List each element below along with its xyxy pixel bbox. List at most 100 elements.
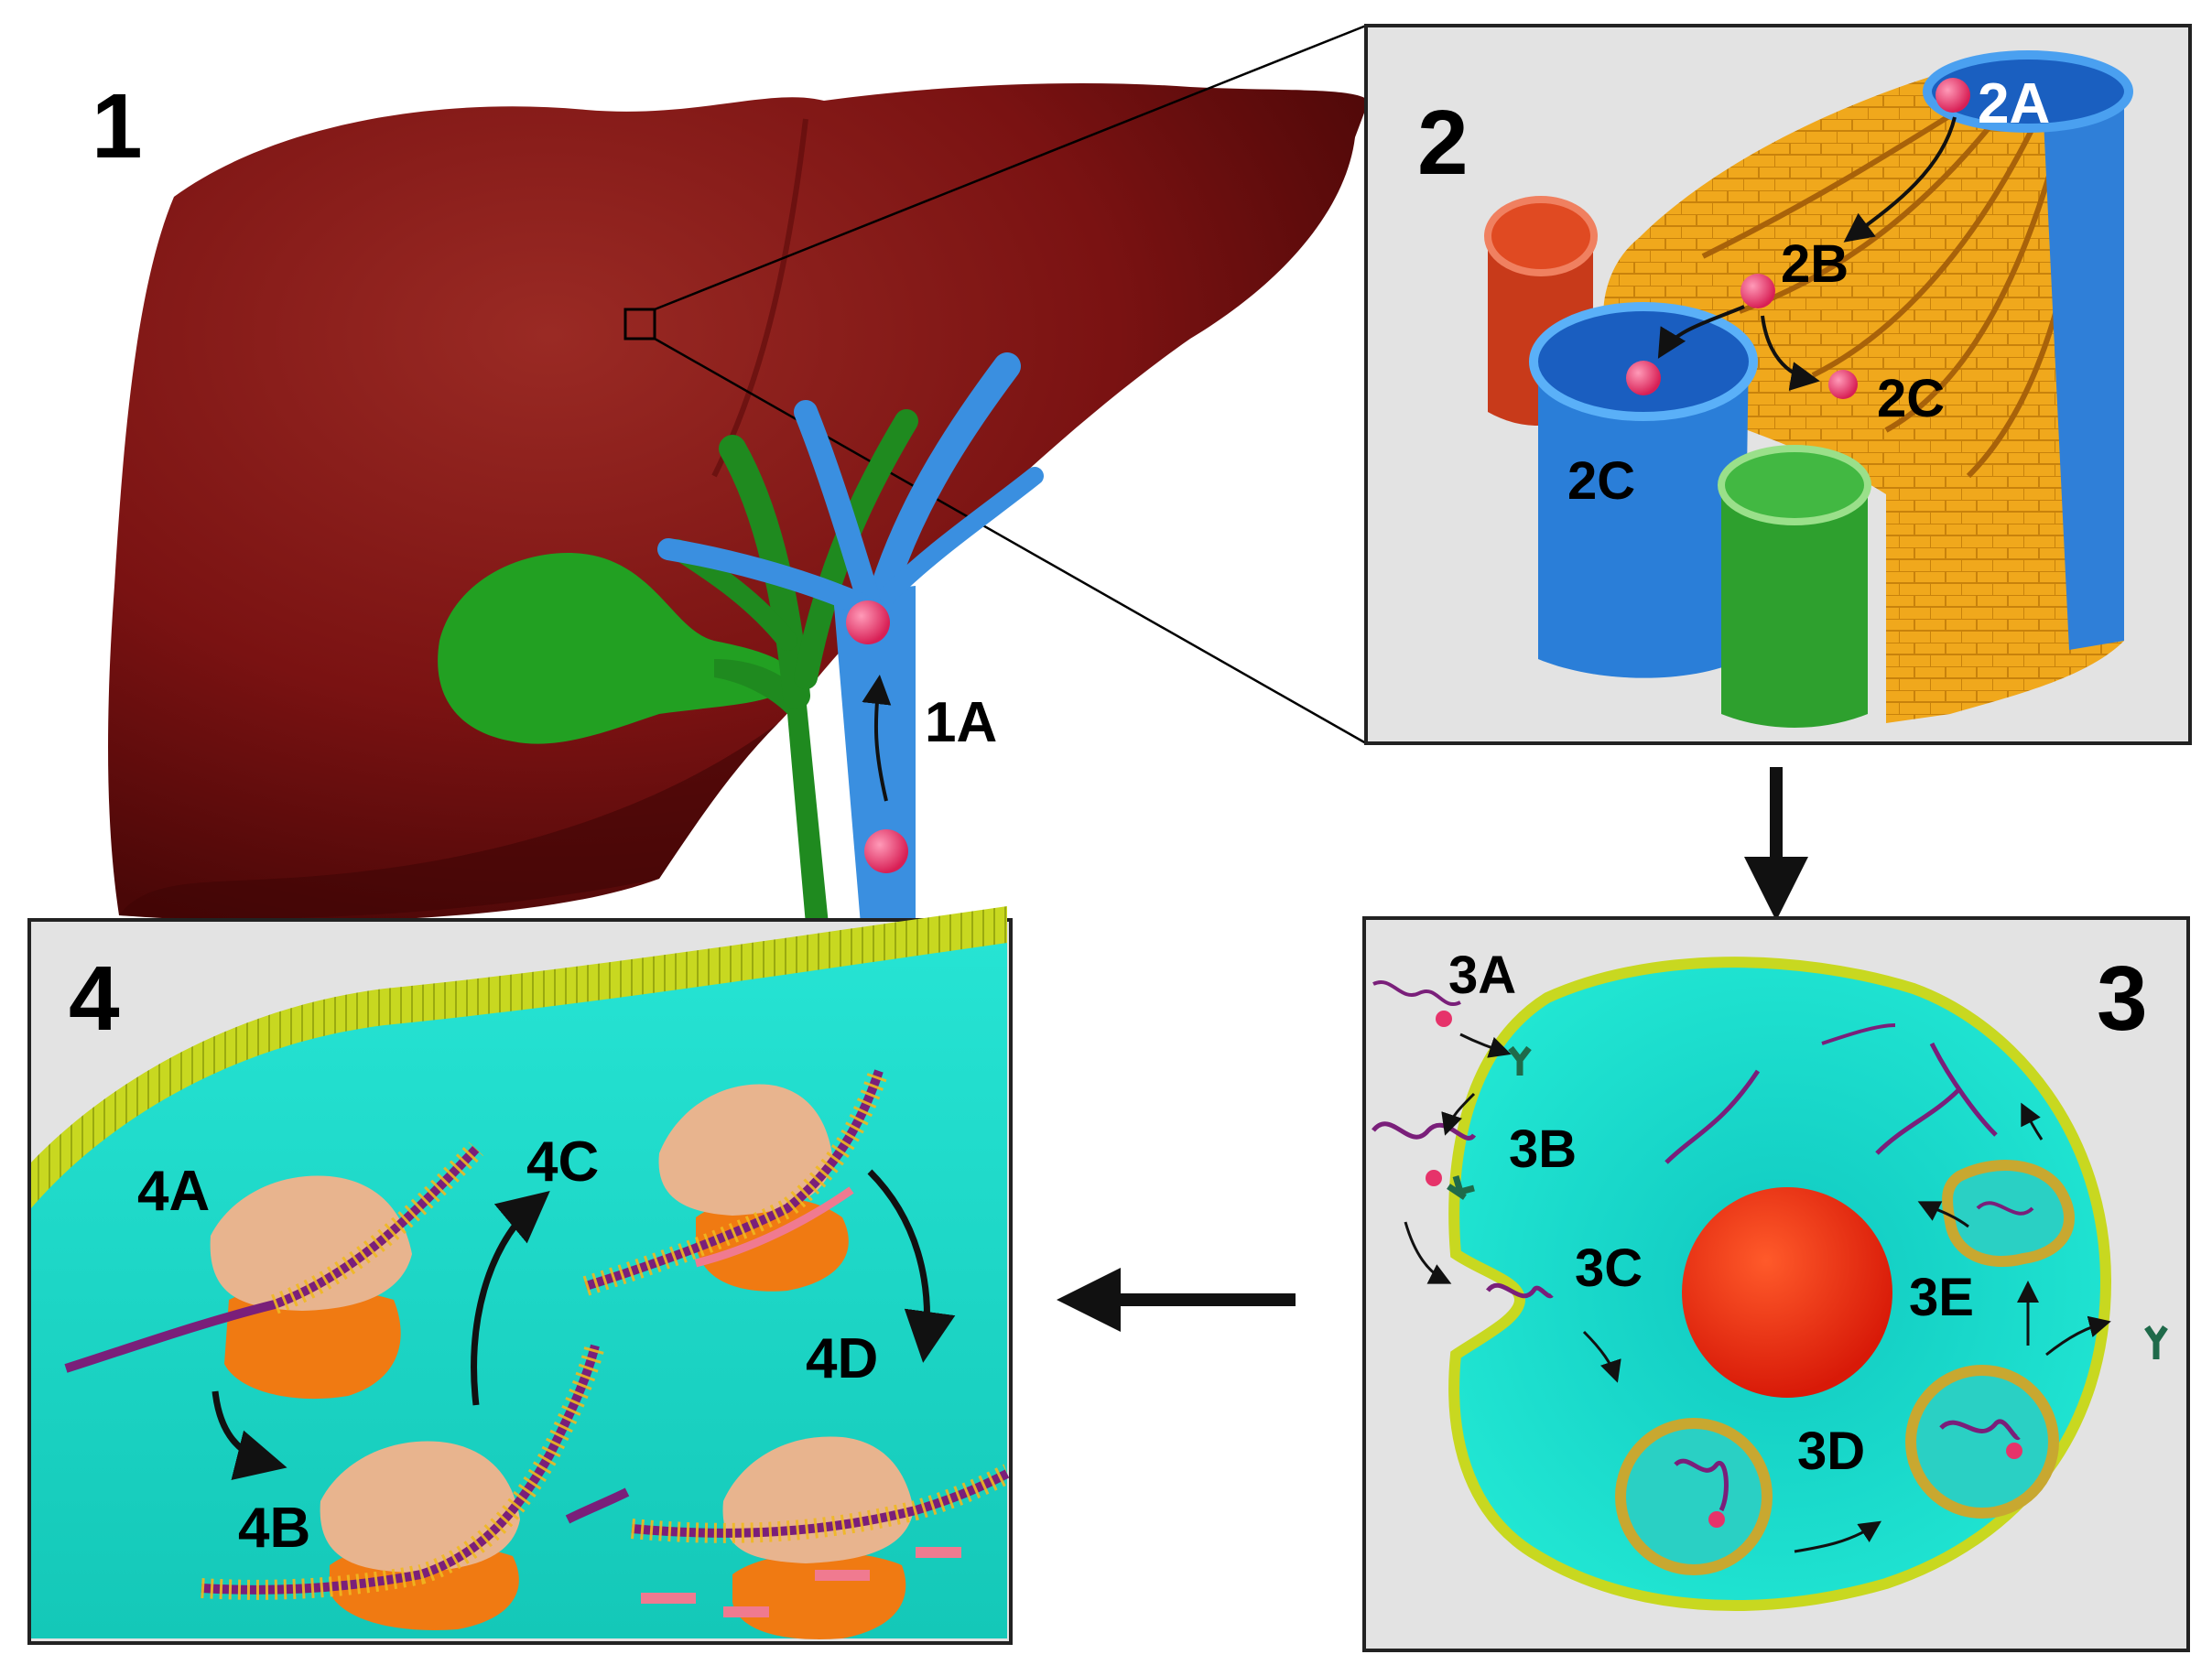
- arrow-2b-2c: [1761, 315, 1820, 391]
- arrow-3e-out: [2045, 1315, 2111, 1357]
- ribosome-large-subunit: [320, 1441, 520, 1573]
- label-2c-left: 2C: [1567, 451, 1635, 511]
- particle-3d: [1708, 1511, 1725, 1528]
- arrow-3d: [1582, 1330, 1621, 1383]
- arrow-3b: [1441, 1092, 1476, 1136]
- label-2b: 2B: [1781, 234, 1849, 294]
- sirna-4c: [694, 1186, 854, 1268]
- ribosome-small-subunit: [224, 1287, 401, 1400]
- receptor-1: [1508, 1045, 1532, 1076]
- arrow-3c: [1404, 1221, 1452, 1284]
- arrow-release: [1917, 1201, 1969, 1228]
- membrane-4: [31, 906, 1007, 1208]
- zoom-line-bottom: [654, 337, 1367, 745]
- mrna-4a-bases: [271, 1141, 484, 1314]
- gallbladder: [438, 553, 797, 744]
- ribosome-4d: [631, 1436, 1012, 1639]
- particle-3a: [1436, 1011, 1452, 1027]
- portal-vein-2: [1538, 348, 1749, 678]
- endosome-release: [1942, 1160, 2075, 1268]
- panel-2-lobule: 2 2A 2B 2C 2C: [1364, 24, 2192, 745]
- mrna-4d-bases: [631, 1465, 1012, 1543]
- panel-2-number: 2: [1417, 92, 1469, 194]
- bile-duct-2: [1721, 485, 1868, 728]
- label-3a: 3A: [1448, 946, 1516, 1005]
- arrow-2a-2b: [1843, 116, 1957, 243]
- label-3d: 3D: [1797, 1422, 1865, 1481]
- arrow-4c-4d: [867, 1169, 956, 1363]
- mrna-fragment-2: [723, 1606, 769, 1617]
- ribosome-4a: [64, 1141, 484, 1400]
- ribosome-large-subunit: [210, 1175, 412, 1311]
- rna-released-2: [1821, 1023, 1896, 1045]
- arrow-release-up: [2021, 1102, 2044, 1141]
- panel-3-number: 3: [2097, 947, 2148, 1050]
- bile-duct-opening: [1718, 445, 1871, 525]
- rna-3d: [1674, 1458, 1729, 1512]
- label-3e: 3E: [1909, 1268, 1974, 1327]
- arrow-4a-4b: [211, 1390, 287, 1480]
- particle-lower: [864, 829, 908, 873]
- particle-2c-right: [1828, 370, 1858, 399]
- particle-2b: [1740, 274, 1775, 308]
- mrna-fragment-4: [916, 1547, 961, 1558]
- portal-vein-branch-1: [865, 352, 1021, 618]
- receptor-2: [1447, 1175, 1475, 1200]
- label-3b: 3B: [1509, 1119, 1577, 1179]
- nucleus: [1682, 1187, 1892, 1398]
- rna-3c: [1486, 1282, 1554, 1299]
- central-vein-opening: [1923, 50, 2133, 133]
- mrna-4b-bases: [201, 1343, 605, 1600]
- particle-2c-portal: [1626, 361, 1661, 395]
- label-3c: 3C: [1575, 1238, 1643, 1298]
- label-2a: 2A: [1978, 72, 2050, 135]
- rna-3b: [1372, 1121, 1477, 1141]
- liver-lower-shadow: [119, 723, 778, 919]
- mrna-fragment-1: [641, 1593, 696, 1604]
- central-vein: [2042, 82, 2124, 650]
- particle-3b: [1426, 1170, 1442, 1186]
- portal-vein-branch-4: [879, 467, 1044, 604]
- bile-duct-branch-1: [719, 435, 810, 709]
- label-4a: 4A: [137, 1160, 210, 1223]
- rna-released-1: [1664, 1069, 1761, 1164]
- rna-release-inner: [1976, 1201, 2034, 1216]
- label-2c-right: 2C: [1877, 369, 1945, 428]
- zoom-line-top: [654, 24, 1367, 311]
- panel-3-cell: 3 3A 3B 3C 3D 3E: [1362, 916, 2190, 1652]
- receptor-3: [2144, 1325, 2168, 1359]
- mrna-4c: [584, 1069, 884, 1291]
- panel-1-liver: 1 1A: [92, 24, 1369, 925]
- hepatocyte-plates: [1603, 64, 2124, 723]
- portal-vein-branch-2: [794, 400, 882, 616]
- rna-3a: [1372, 980, 1461, 1006]
- hepatic-artery-opening: [1484, 196, 1598, 276]
- label-4b: 4B: [238, 1497, 310, 1560]
- particle-3e: [2006, 1443, 2022, 1459]
- panel-4-translation: 4 4A 4B 4C 4D: [27, 906, 1013, 1645]
- ribosome-large-subunit: [658, 1084, 833, 1216]
- endosome-3e: [1905, 1365, 2059, 1519]
- label-1a: 1A: [925, 691, 997, 754]
- rna-3e: [1939, 1419, 2021, 1440]
- arrow-3d-3e: [1794, 1520, 1881, 1553]
- mrna-fragment-3: [815, 1570, 870, 1581]
- particle-2a: [1936, 78, 1970, 113]
- label-4d: 4D: [806, 1327, 878, 1390]
- sirna-free: [565, 1487, 630, 1524]
- particle-upper: [846, 600, 890, 644]
- rna-released-4: [1875, 1087, 1961, 1155]
- liver-shape: [108, 82, 1369, 923]
- arrow-2b-portal: [1657, 305, 1745, 359]
- panel-4-number: 4: [69, 947, 120, 1050]
- rna-released-3: [1929, 1042, 1998, 1137]
- arrow-3a: [1459, 1033, 1512, 1058]
- ribosome-4c: [582, 1067, 889, 1296]
- ribosome-4b: [201, 1343, 605, 1630]
- portal-vein-branch-3: [657, 538, 872, 615]
- panel-1-number: 1: [92, 75, 143, 178]
- zoom-square: [623, 308, 656, 341]
- hepatocyte-sinusoids: [1701, 107, 2090, 479]
- flow-arrow-1a: [862, 675, 892, 802]
